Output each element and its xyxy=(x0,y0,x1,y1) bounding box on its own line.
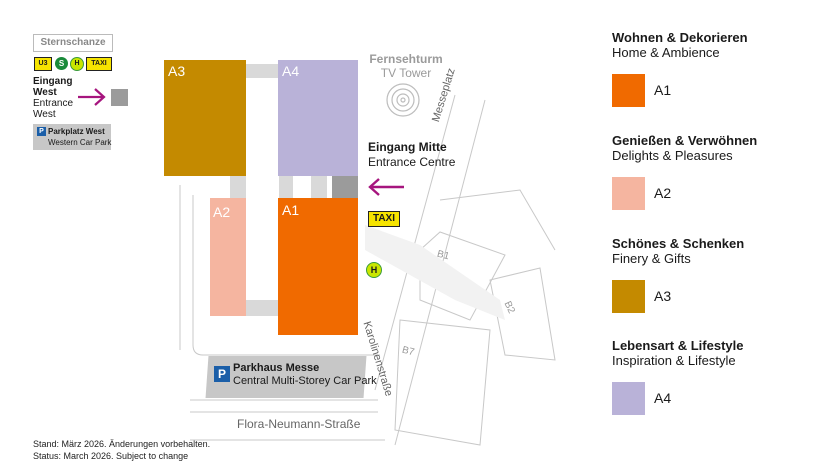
hall-a2[interactable]: A2 xyxy=(210,198,246,316)
footer-de: Stand: März 2026. Änderungen vorbehalten… xyxy=(33,439,211,449)
legend-swatch-a2 xyxy=(612,177,645,210)
legend-item-a4: Lebensart & Lifestyle Inspiration & Life… xyxy=(612,338,744,368)
legend-sub: Finery & Gifts xyxy=(612,251,691,266)
tv-tower-name-de: Fernsehturm xyxy=(369,52,443,66)
connector xyxy=(246,300,278,316)
subway-u3-icon: U3 xyxy=(34,57,52,71)
hall-a3-label: A3 xyxy=(168,63,186,79)
entrance-centre-arrow-icon xyxy=(368,178,404,196)
legend-sub: Home & Ambience xyxy=(612,45,720,60)
legend-item-a2: Genießen & Verwöhnen Delights & Pleasure… xyxy=(612,133,757,163)
bus-stop-icon: H xyxy=(366,262,382,278)
parkplatz-west-en: Western Car Park xyxy=(48,138,112,147)
building-b1-outline xyxy=(419,231,506,321)
tv-tower-icon xyxy=(386,83,420,117)
parking-icon: P xyxy=(214,366,230,382)
building-b7-outline xyxy=(394,319,491,446)
legend-head: Lebensart & Lifestyle xyxy=(612,338,744,353)
legend-hall-a4: A4 xyxy=(654,390,672,406)
legend-hall-a3: A3 xyxy=(654,288,672,304)
connector xyxy=(246,64,278,78)
station-sternschanze: Sternschanze xyxy=(33,34,113,52)
road-edge xyxy=(374,94,456,391)
bus-icon: H xyxy=(70,57,84,71)
entrance-west-en-1: Entrance xyxy=(33,98,74,109)
legend-swatch-a1 xyxy=(612,74,645,107)
entrance-centre-label: Eingang Mitte Entrance Centre xyxy=(368,140,455,170)
parkhaus-messe-en: Central Multi-Storey Car Park xyxy=(233,375,377,387)
legend-item-a1: Wohnen & Dekorieren Home & Ambience xyxy=(612,30,748,60)
legend-head: Genießen & Verwöhnen xyxy=(612,133,758,148)
parkplatz-west[interactable] xyxy=(33,124,111,150)
parking-west-icon: P xyxy=(37,127,46,136)
taxi-west-badge: TAXI xyxy=(86,57,112,71)
hall-a1-label: A1 xyxy=(282,202,300,218)
parkhaus-messe-label: Parkhaus Messe Central Multi-Storey Car … xyxy=(233,362,377,388)
entrance-west-label: Eingang West Entrance West xyxy=(33,76,73,120)
entrance-centre-block xyxy=(332,176,358,198)
tv-tower-name-en: TV Tower xyxy=(380,66,432,80)
street-flora-neumann: Flora-Neumann-Straße xyxy=(237,417,361,431)
road-edge xyxy=(192,195,380,356)
taxi-centre-badge: TAXI xyxy=(368,211,400,227)
footer-note: Stand: März 2026. Änderungen vorbehalten… xyxy=(33,438,210,462)
legend-hall-a1: A1 xyxy=(654,82,672,98)
parkplatz-west-label: Parkplatz West Western Car Park xyxy=(48,126,111,148)
legend-item-a3: Schönes & Schenken Finery & Gifts xyxy=(612,236,744,266)
parkhaus-messe-de: Parkhaus Messe xyxy=(233,362,320,374)
connector xyxy=(230,176,246,198)
hall-a2-label: A2 xyxy=(213,204,231,220)
legend-head: Schönes & Schenken xyxy=(612,236,745,251)
connector xyxy=(279,176,293,198)
legend-hall-a2: A2 xyxy=(654,185,672,201)
tv-tower-label: Fernsehturm TV Tower xyxy=(368,52,444,80)
entrance-west-en-2: West xyxy=(33,109,56,120)
entrance-centre-en: Entrance Centre xyxy=(368,155,456,169)
entrance-west-arrow-icon xyxy=(78,88,106,106)
legend-sub: Inspiration & Lifestyle xyxy=(612,353,736,368)
legend-swatch-a3 xyxy=(612,280,645,313)
building-b2-outline xyxy=(489,267,556,361)
hall-a4-label: A4 xyxy=(282,63,300,79)
sbahn-icon: S xyxy=(55,57,68,70)
entrance-west-block xyxy=(111,89,128,106)
legend-head: Wohnen & Dekorieren xyxy=(612,30,748,45)
legend-swatch-a4 xyxy=(612,382,645,415)
entrance-west-de-1: Eingang xyxy=(33,76,73,87)
hall-a4[interactable]: A4 xyxy=(278,60,358,176)
road-edge xyxy=(439,189,556,251)
map-background xyxy=(179,64,556,446)
footer-en: Status: March 2026. Subject to change xyxy=(33,451,189,461)
hall-a3[interactable]: A3 xyxy=(164,60,246,176)
parkplatz-west-de: Parkplatz West xyxy=(48,127,105,136)
hall-a1[interactable]: A1 xyxy=(278,198,358,335)
entrance-centre-de: Eingang Mitte xyxy=(368,140,447,154)
walkway xyxy=(365,225,505,320)
connector xyxy=(311,176,327,198)
legend-sub: Delights & Pleasures xyxy=(612,148,733,163)
entrance-west-de-2: West xyxy=(33,87,57,98)
